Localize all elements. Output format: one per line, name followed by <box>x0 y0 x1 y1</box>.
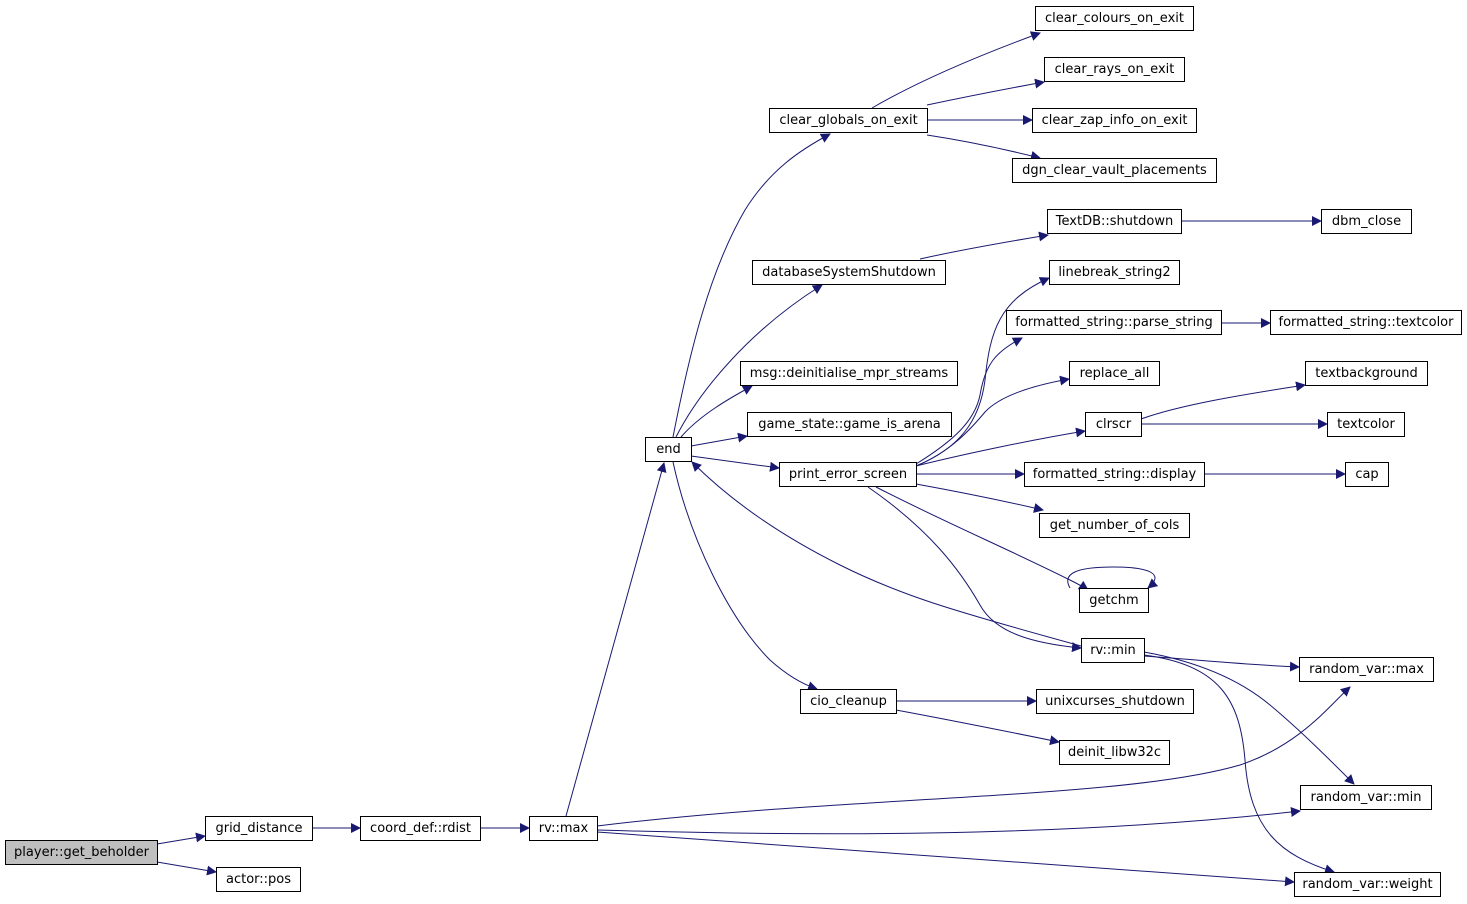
node-deinit-libw32c[interactable]: deinit_libw32c <box>1059 740 1170 765</box>
edge-rv_min-rvar_min <box>1143 651 1355 785</box>
edge-clear_globals-clear_rays <box>926 78 1045 106</box>
node-rv-min[interactable]: rv::min <box>1081 638 1145 663</box>
node-player-get-beholder: player::get_beholder <box>5 840 158 865</box>
edge-rv_max-end <box>565 462 667 817</box>
node-replace-all[interactable]: replace_all <box>1069 361 1160 386</box>
node-database-system-shutdown[interactable]: databaseSystemShutdown <box>752 260 946 285</box>
node-msg-deinitialise-mpr-streams[interactable]: msg::deinitialise_mpr_streams <box>740 361 958 386</box>
node-dgn-clear-vault-placements[interactable]: dgn_clear_vault_placements <box>1012 158 1217 183</box>
edge-get_beholder-actor_pos <box>156 861 217 876</box>
edge-end-mpr_streams <box>680 385 753 438</box>
edge-get_beholder-grid_distance <box>156 832 206 845</box>
node-clrscr[interactable]: clrscr <box>1085 412 1142 437</box>
node-rv-max[interactable]: rv::max <box>529 816 598 841</box>
node-coord-def-rdist[interactable]: coord_def::rdist <box>360 816 481 841</box>
node-print-error-screen[interactable]: print_error_screen <box>779 462 917 487</box>
node-textbackground[interactable]: textbackground <box>1305 361 1428 386</box>
node-end[interactable]: end <box>645 437 692 462</box>
node-random-var-weight[interactable]: random_var::weight <box>1294 872 1441 897</box>
edge-end-db_shutdown <box>675 284 823 438</box>
node-unixcurses-shutdown[interactable]: unixcurses_shutdown <box>1036 689 1194 714</box>
node-textdb-shutdown[interactable]: TextDB::shutdown <box>1047 209 1182 234</box>
node-get-number-of-cols[interactable]: get_number_of_cols <box>1039 513 1190 538</box>
edge-rv_max-rvar_weight <box>596 831 1295 887</box>
edge-rv_min-rvar_weight <box>1143 654 1335 875</box>
edge-rv_max-rvar_min <box>596 807 1301 835</box>
node-clear-globals-on-exit[interactable]: clear_globals_on_exit <box>769 108 928 133</box>
edge-cio_cleanup-deinit_libw32c <box>895 709 1060 746</box>
node-clear-zap-info-on-exit[interactable]: clear_zap_info_on_exit <box>1032 108 1197 133</box>
edge-end-cio_cleanup <box>672 461 818 691</box>
edge-rv_min-end <box>691 461 1082 647</box>
node-formatted-string-display[interactable]: formatted_string::display <box>1024 462 1205 487</box>
node-dbm-close[interactable]: dbm_close <box>1321 209 1412 234</box>
edge-print_error-clrscr <box>915 427 1086 467</box>
edge-print_error-rv_min <box>867 486 1082 653</box>
edge-getchm-getchm <box>1067 566 1159 589</box>
edge-print_error-get_cols <box>915 483 1044 513</box>
node-formatted-string-textcolor[interactable]: formatted_string::textcolor <box>1270 310 1462 335</box>
node-cap[interactable]: cap <box>1345 462 1389 487</box>
node-cio-cleanup[interactable]: cio_cleanup <box>800 689 897 714</box>
edge-db_shutdown-textdb_shutdown <box>919 231 1049 260</box>
edge-print_error-replace_all <box>915 375 1070 467</box>
edge-rv_min-rvar_max <box>1143 655 1300 672</box>
edge-clear_globals-clear_colours <box>871 31 1041 109</box>
node-textcolor[interactable]: textcolor <box>1327 412 1405 437</box>
node-formatted-string-parse-string[interactable]: formatted_string::parse_string <box>1006 310 1222 335</box>
edge-rv_max-rvar_max <box>596 686 1351 827</box>
edge-end-print_error <box>690 455 780 472</box>
edge-end-game_is_arena <box>690 432 748 447</box>
node-linebreak-string2[interactable]: linebreak_string2 <box>1049 260 1180 285</box>
node-clear-colours-on-exit[interactable]: clear_colours_on_exit <box>1035 6 1194 31</box>
edge-clear_globals-dgn_clear <box>926 134 1041 161</box>
node-grid-distance[interactable]: grid_distance <box>205 816 313 841</box>
edge-print_error-getchm <box>875 486 1089 591</box>
node-getchm[interactable]: getchm <box>1079 588 1149 613</box>
edge-end-clear_globals <box>672 133 831 438</box>
edge-print_error-parse_string <box>915 337 1023 465</box>
node-random-var-min[interactable]: random_var::min <box>1300 785 1432 810</box>
node-random-var-max[interactable]: random_var::max <box>1299 657 1434 682</box>
node-clear-rays-on-exit[interactable]: clear_rays_on_exit <box>1044 57 1185 82</box>
node-game-state-game-is-arena[interactable]: game_state::game_is_arena <box>747 412 952 437</box>
node-actor-pos[interactable]: actor::pos <box>216 867 301 892</box>
edge-clrscr-textbackground <box>1140 381 1306 420</box>
